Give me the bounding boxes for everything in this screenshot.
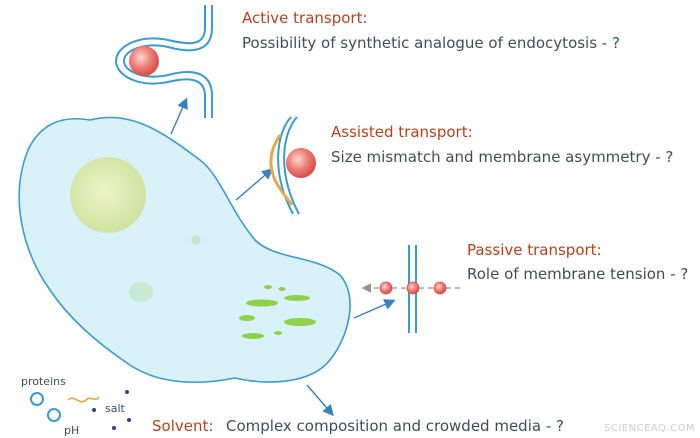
passive-transport-title: Passive transport: <box>467 241 602 259</box>
passive-transport-desc: Role of membrane tension - ? <box>467 265 689 283</box>
passive-particle <box>379 281 393 295</box>
nucleus <box>70 157 146 233</box>
protein-icon <box>47 408 61 422</box>
passive-particle <box>433 281 447 295</box>
arrow-to-active <box>170 97 188 135</box>
protein-icon <box>30 392 44 406</box>
proteins-label: proteins <box>21 375 66 388</box>
assisted-particle <box>286 148 316 178</box>
solvent-desc: Complex composition and crowded media - … <box>226 417 564 435</box>
solvent-title: Solvent: <box>152 417 214 435</box>
ph-label: pH <box>64 424 80 437</box>
endocytosed-particle <box>129 46 159 76</box>
watermark: SCIENCEAQ.COM <box>604 423 696 434</box>
active-transport-title: Active transport: <box>242 9 368 27</box>
arrow-to-assisted <box>235 168 274 201</box>
assisted-membrane <box>277 116 300 215</box>
arrow-to-solvent <box>306 384 334 417</box>
arrow-to-passive <box>353 299 396 319</box>
vesicle-large <box>129 282 153 302</box>
salt-label: salt <box>105 402 125 415</box>
salt-ions <box>92 390 131 430</box>
assisted-transport-title: Assisted transport: <box>331 123 473 141</box>
endocytosis-membrane <box>114 5 213 118</box>
protein-coat <box>269 134 294 206</box>
vesicle-small <box>191 235 201 245</box>
assisted-transport-desc: Size mismatch and membrane asymmetry - ? <box>331 148 674 166</box>
organelles <box>239 285 316 339</box>
polymer-icon <box>67 396 100 403</box>
active-transport-desc: Possibility of synthetic analogue of end… <box>242 34 620 52</box>
passive-particle <box>406 281 420 295</box>
